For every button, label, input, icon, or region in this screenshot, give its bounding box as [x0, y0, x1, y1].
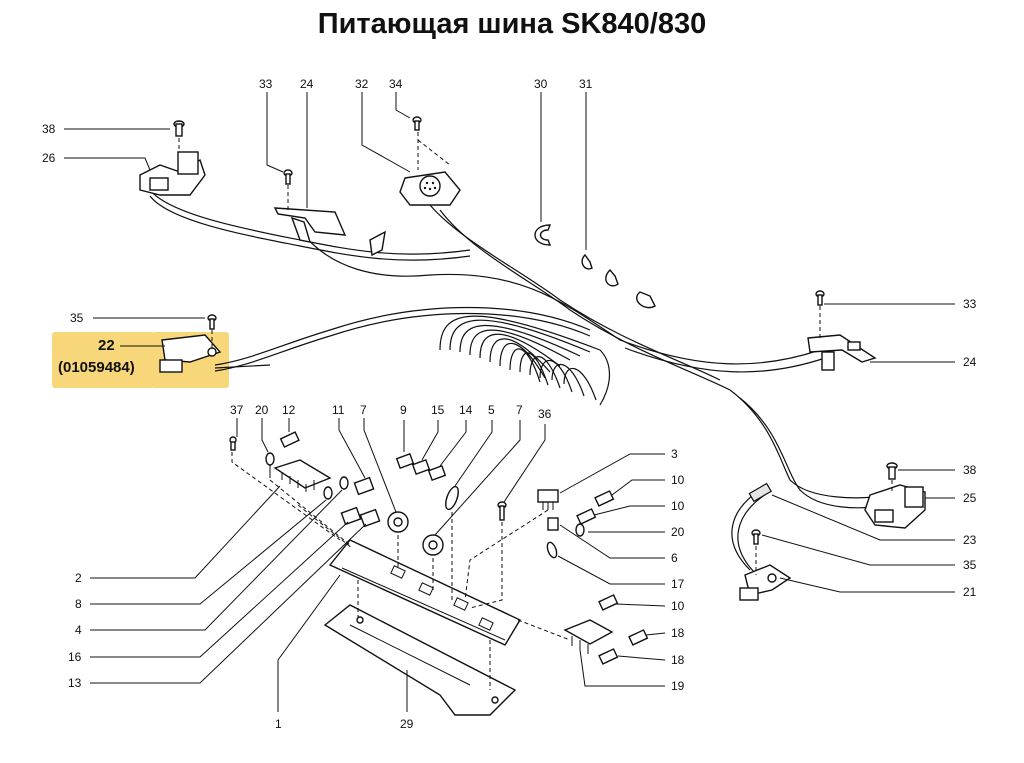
callout-17: 17 [671, 577, 685, 591]
component-5 [445, 485, 459, 511]
callout-11: 11 [332, 403, 345, 417]
component-17 [546, 541, 558, 559]
callout-30: 30 [534, 77, 548, 91]
component-10-a [594, 490, 615, 507]
callout-33-top: 33 [259, 77, 273, 91]
leader-lines [64, 92, 955, 712]
callout-20-left: 20 [255, 403, 269, 417]
screw-33-top [283, 169, 293, 185]
callout-13: 13 [68, 676, 82, 690]
component-4 [339, 476, 349, 490]
ic-2 [273, 459, 332, 492]
callout-7-left: 7 [360, 403, 367, 417]
clip-30 [534, 224, 552, 246]
connector-26 [139, 151, 206, 196]
component-12 [279, 431, 300, 448]
callout-3: 3 [671, 447, 678, 461]
component-20-left [265, 452, 275, 478]
potentiometer-7-left [387, 511, 409, 533]
component-10-b [576, 508, 597, 525]
base-plate-29 [323, 604, 517, 716]
connector-25 [864, 484, 926, 529]
screw-35-right [751, 529, 761, 545]
screw-34 [412, 116, 422, 131]
callout-18-a: 18 [671, 626, 685, 640]
callout-29: 29 [400, 717, 414, 731]
callout-10-c: 10 [671, 599, 685, 613]
transistor-6 [547, 517, 559, 531]
callout-24-right: 24 [963, 355, 977, 369]
component-11 [353, 476, 375, 496]
callout-4: 4 [75, 623, 82, 637]
main-wire-harness [149, 189, 891, 575]
assembly-dashes [178, 138, 893, 690]
callout-35-right: 35 [963, 558, 977, 572]
callout-32: 32 [355, 77, 369, 91]
callout-1: 1 [275, 717, 282, 731]
component-18-b [598, 648, 619, 665]
callout-38-right: 38 [963, 463, 977, 477]
callout-36: 36 [538, 407, 552, 421]
callout-34: 34 [389, 77, 403, 91]
callout-23: 23 [963, 533, 977, 547]
ic-19 [563, 619, 614, 654]
socket-32 [399, 171, 461, 206]
callout-15: 15 [431, 403, 445, 417]
screw-33-right [815, 290, 825, 306]
screw-38-top [173, 120, 185, 137]
clip-top [369, 230, 386, 257]
callout-26: 26 [42, 151, 56, 165]
callout-14: 14 [459, 403, 473, 417]
component-18-a [628, 629, 649, 646]
component-10-c [598, 594, 619, 611]
callout-33-right: 33 [963, 297, 977, 311]
callout-35-left: 35 [70, 311, 84, 325]
callout-19: 19 [671, 679, 685, 693]
component-16 [340, 506, 362, 526]
switch-21 [739, 564, 792, 601]
potentiometer-7-right [422, 534, 444, 556]
callout-24-top: 24 [300, 77, 314, 91]
screw-36 [497, 501, 507, 521]
component-13 [359, 508, 381, 528]
callout-labels: 38 26 33 24 32 34 30 31 35 22 (01059484)… [42, 77, 977, 731]
callout-9: 9 [400, 403, 407, 417]
callout-31: 31 [579, 77, 593, 91]
page-title: Питающая шина SK840/830 [317, 8, 707, 40]
sleeve-23 [748, 482, 772, 503]
callout-21: 21 [963, 585, 977, 599]
callout-22: 22 [98, 337, 115, 354]
callout-38-top-left: 38 [42, 122, 56, 136]
callout-10-b: 10 [671, 499, 685, 513]
screw-38-right [886, 462, 898, 480]
callout-20-right: 20 [671, 525, 685, 539]
callout-18-b: 18 [671, 653, 685, 667]
callout-16: 16 [68, 650, 82, 664]
callout-12: 12 [282, 403, 296, 417]
component-8 [323, 486, 333, 500]
callout-8: 8 [75, 597, 82, 611]
callout-10-a: 10 [671, 473, 685, 487]
components-9-15-14 [395, 453, 447, 481]
part-code-22: (01059484) [58, 359, 135, 376]
circuit-board-1 [328, 539, 521, 646]
switch-22 [159, 334, 222, 373]
bracket-24-right [807, 334, 877, 371]
callout-7-right: 7 [516, 403, 523, 417]
bracket-24-top [273, 207, 347, 243]
callout-25: 25 [963, 491, 977, 505]
callout-37: 37 [230, 403, 244, 417]
dash-34 [417, 132, 451, 170]
component-20-right [575, 523, 585, 537]
callout-5: 5 [488, 403, 495, 417]
transistor-3 [537, 489, 559, 510]
screw-35-left [207, 314, 217, 330]
clips-31 [581, 253, 656, 309]
callout-6: 6 [671, 551, 678, 565]
wire-bundle-loops [439, 315, 610, 406]
callout-2: 2 [75, 571, 82, 585]
screw-37 [229, 436, 237, 451]
